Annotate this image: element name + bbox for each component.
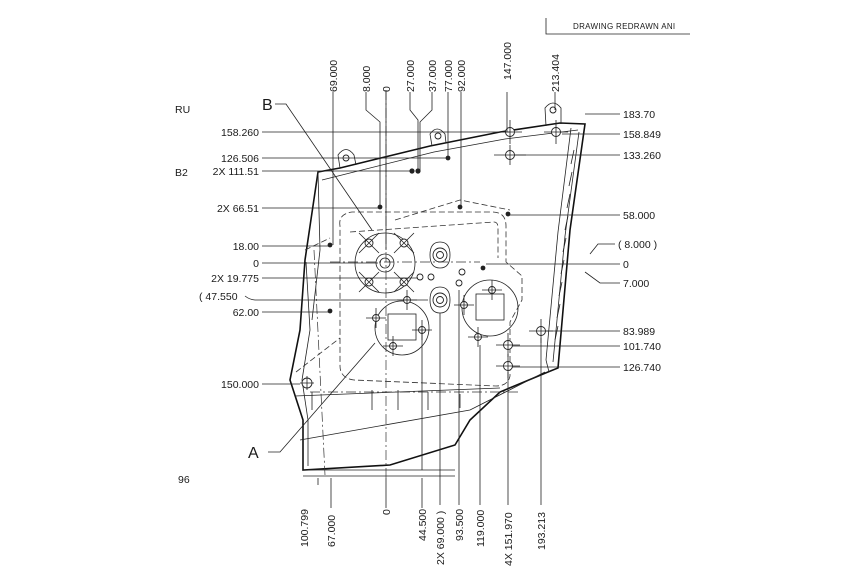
dim-right-158: 158.849 — [623, 129, 661, 141]
dim-bottom-4x151: 4X 151.970 — [503, 512, 515, 566]
dim-left-111: 2X 111.51 — [213, 166, 259, 178]
dim-top-147: 147.000 — [502, 42, 514, 80]
title-block-text: DRAWING REDRAWN ANI — [573, 22, 675, 31]
dim-bottom-100: 100.799 — [299, 509, 311, 547]
dim-top-69: 69.000 — [328, 60, 340, 92]
dim-left-18: 18.00 — [233, 241, 259, 253]
dim-bottom-0: 0 — [381, 509, 393, 515]
dim-right-101: 101.740 — [623, 341, 661, 353]
left-dimensions: 158.260 126.506 2X 111.51 2X 66.51 18.00… — [199, 127, 259, 391]
dim-left-150: 150.000 — [221, 379, 259, 391]
edge-mark-b2: B2 — [175, 167, 188, 179]
top-dimensions: 69.000 8.000 0 27.000 37.000 77.000 92.0… — [328, 42, 562, 92]
dim-right-133: 133.260 — [623, 150, 661, 162]
edge-mark-96: 96 — [178, 474, 190, 486]
edge-mark-ru: RU — [175, 104, 190, 116]
dim-right-83: 83.989 — [623, 326, 655, 338]
dim-right-183: 183.70 — [623, 109, 655, 121]
dim-right-8: ( 8.000 ) — [618, 239, 657, 251]
left-leader-lines — [244, 103, 510, 453]
dim-right-58: 58.000 — [623, 210, 655, 222]
dim-top-37: 37.000 — [427, 60, 439, 92]
bore-circles — [354, 232, 519, 356]
bottom-dimensions: 100.799 67.000 0 44.500 2X 69.000 ) 93.5… — [299, 509, 548, 566]
dim-top-8: 8.000 — [361, 66, 373, 92]
right-dimensions: 183.70 158.849 133.260 58.000 ( 8.000 ) … — [618, 109, 661, 374]
view-label-b: B — [262, 97, 273, 114]
dim-left-47: ( 47.550 — [199, 291, 238, 303]
dim-bottom-44: 44.500 — [417, 509, 429, 541]
dim-bottom-2x69: 2X 69.000 ) — [435, 511, 447, 565]
view-label-a: A — [248, 445, 259, 462]
dim-left-62: 62.00 — [233, 307, 259, 319]
dim-bottom-119: 119.000 — [475, 510, 487, 547]
dim-top-213: 213.404 — [550, 54, 562, 92]
dim-top-27: 27.000 — [405, 60, 417, 92]
bottom-leader-lines — [317, 290, 542, 508]
dim-bottom-93: 93.500 — [454, 509, 466, 541]
dim-left-126: 126.506 — [221, 153, 259, 165]
dim-bottom-193: 193.213 — [536, 512, 548, 550]
right-leader-lines — [486, 113, 620, 368]
dim-top-0: 0 — [381, 86, 393, 92]
dim-bottom-67: 67.000 — [326, 515, 338, 547]
title-block-frame — [545, 18, 690, 35]
dim-right-0: 0 — [623, 259, 629, 271]
dim-right-126: 126.740 — [623, 362, 661, 374]
dim-left-66: 2X 66.51 — [217, 203, 259, 215]
hidden-lines — [295, 199, 523, 387]
dim-left-158: 158.260 — [221, 127, 259, 139]
dim-left-19: 2X 19.775 — [211, 273, 259, 285]
dim-left-0: 0 — [253, 258, 259, 270]
dim-top-77: 77.000 — [443, 60, 455, 92]
small-holes — [327, 155, 511, 314]
dim-top-92: 92.000 — [456, 60, 468, 92]
dim-right-7: 7.000 — [623, 278, 649, 290]
